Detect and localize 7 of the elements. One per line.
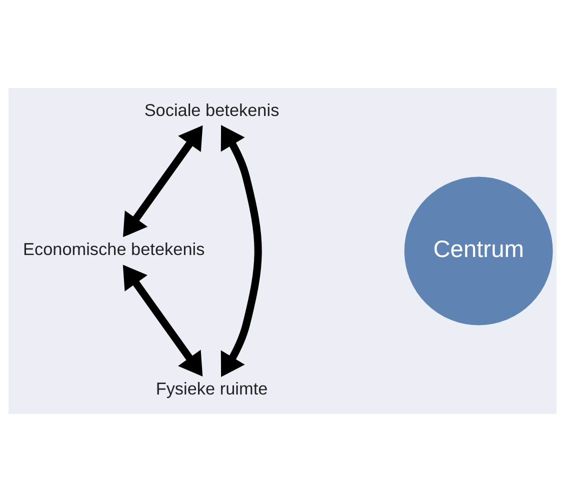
arrow [220,124,262,376]
node-text: Fysieke ruimte [156,378,268,398]
node-circle: Centrum [404,176,553,325]
arrow [122,264,203,376]
arrow [122,124,203,237]
node-text: Sociale betekenis [144,99,280,120]
node-text: Economische betekenis [23,238,205,259]
